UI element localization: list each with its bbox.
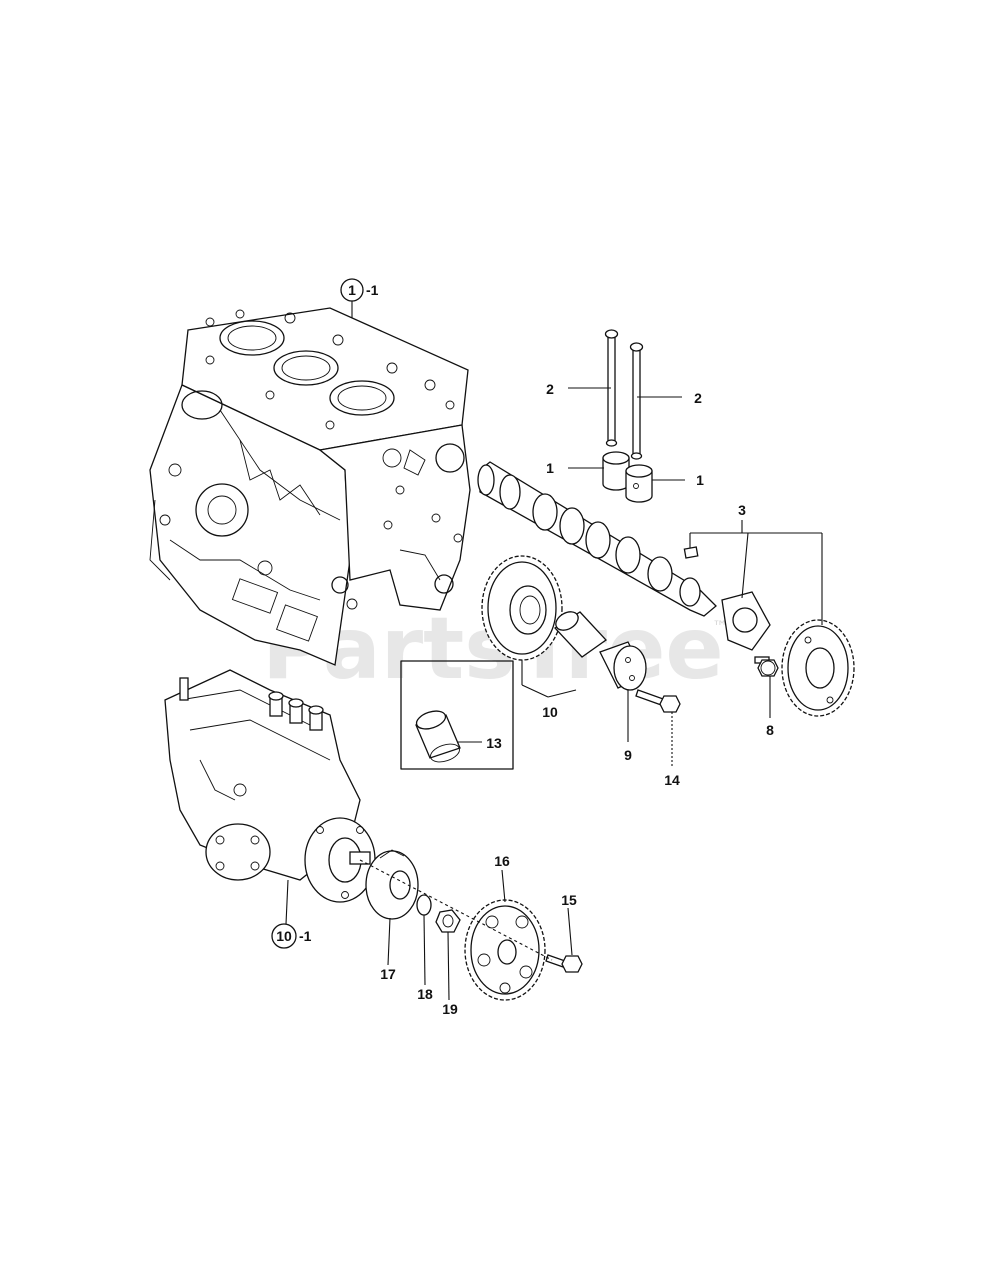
idler-bushing[interactable] (553, 608, 607, 658)
cylinder-block[interactable] (149, 307, 471, 666)
callout-19[interactable]: 19 (442, 1001, 458, 1017)
lock-washer[interactable] (416, 894, 432, 916)
bolt-15[interactable] (545, 954, 583, 973)
callout-1-right[interactable]: 1 (696, 472, 704, 488)
bushing-13[interactable] (414, 708, 461, 765)
callout-block-suffix: -1 (366, 282, 379, 298)
idler-shaft[interactable] (599, 641, 647, 691)
bolt-8[interactable] (754, 656, 779, 677)
tappet-1[interactable] (602, 451, 630, 491)
callout-10[interactable]: 10 (542, 704, 558, 720)
callout-14[interactable]: 14 (664, 772, 680, 788)
callout-block-number: 1 (348, 282, 356, 298)
callout-pump-suffix: -1 (299, 928, 312, 944)
callout-block-assembly[interactable]: 1 -1 (340, 278, 379, 318)
callout-16[interactable]: 16 (494, 853, 510, 869)
pump-drive-gear[interactable] (464, 899, 546, 1001)
idler-gear[interactable] (481, 555, 563, 661)
watermark-trademark: ™ (712, 617, 728, 636)
fuel-injection-pump[interactable] (164, 669, 376, 903)
callout-18[interactable]: 18 (417, 986, 433, 1002)
callout-9[interactable]: 9 (624, 747, 632, 763)
callout-2-right[interactable]: 2 (694, 390, 702, 406)
camshaft[interactable] (477, 461, 717, 617)
callout-15[interactable]: 15 (561, 892, 577, 908)
leader-lines (359, 387, 823, 1001)
callout-13[interactable]: 13 (486, 735, 502, 751)
tappet-2[interactable] (625, 464, 653, 503)
callout-pump-assembly[interactable]: 10 -1 (271, 879, 312, 949)
callout-3[interactable]: 3 (738, 502, 746, 518)
callout-labels: 2 2 1 1 3 8 10 9 13 14 16 15 17 18 19 (380, 381, 774, 1017)
pump-coupling[interactable] (365, 849, 419, 920)
callout-8[interactable]: 8 (766, 722, 774, 738)
push-rod-1[interactable] (604, 329, 619, 447)
camshaft-gear[interactable] (781, 619, 855, 717)
callout-2-left[interactable]: 2 (546, 381, 554, 397)
callout-pump-number: 10 (276, 928, 292, 944)
thrust-plate[interactable] (721, 591, 771, 651)
pump-nut[interactable] (435, 909, 461, 933)
push-rod-2[interactable] (629, 342, 644, 460)
callout-1-left[interactable]: 1 (546, 460, 554, 476)
bolt-14[interactable] (635, 689, 681, 713)
bushing-inset-box (400, 660, 514, 770)
callout-17[interactable]: 17 (380, 966, 396, 982)
